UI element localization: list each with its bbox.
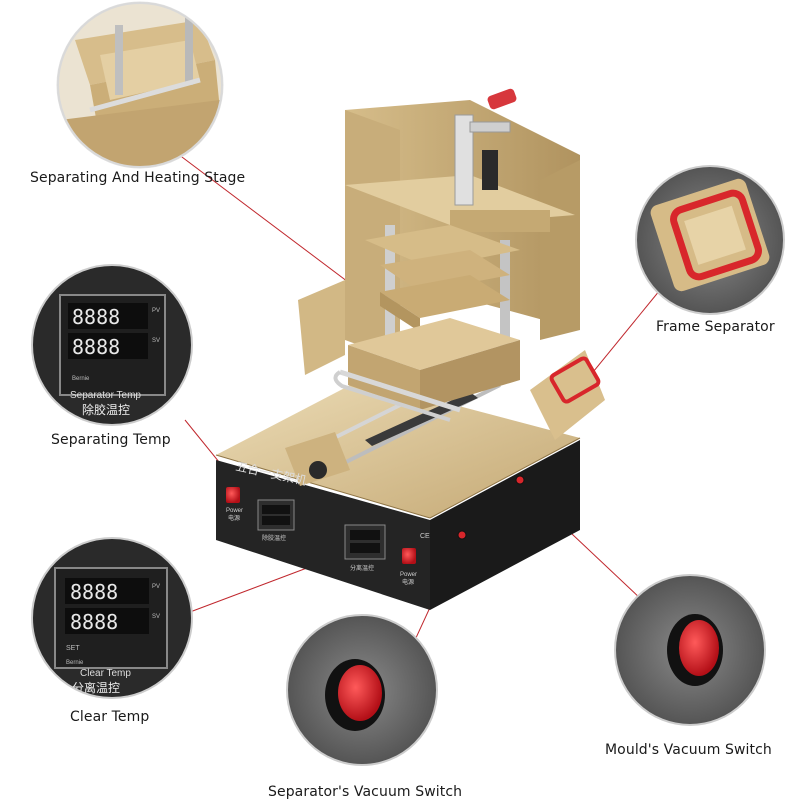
ce-mark: CE: [420, 533, 430, 540]
sep-caption-en: Separator Temp: [70, 390, 141, 401]
zoom-mould-vacuum-switch: [614, 574, 766, 726]
zoom-clear-temp: 8888 8888 PV SV SET Bernie Clear Temp 分离…: [31, 537, 193, 699]
clear-sv-digits: 8888: [70, 610, 118, 634]
mould-switch-zoom-button: [679, 620, 719, 676]
right-power-label: Power: [400, 572, 417, 578]
separator-vacuum-switch-small[interactable]: [457, 530, 467, 540]
sep-sv-label: SV: [152, 338, 160, 344]
right-power-cn: 电源: [402, 578, 414, 586]
label-separator-vacuum-switch: Separator's Vacuum Switch: [268, 784, 463, 800]
base-side: [430, 440, 580, 610]
zoom-separating-temp: 8888 8888 PV SV Bernie Separator Temp 除胶…: [31, 264, 193, 426]
clear-brand: Bernie: [66, 660, 84, 666]
clamp-handle-grip: [487, 88, 517, 110]
front-knob: [309, 461, 327, 479]
separator-switch-zoom-button: [338, 665, 382, 721]
frame-separator-red-ring: [670, 189, 762, 281]
clear-set-label: SET: [66, 645, 80, 652]
tower-right: [540, 160, 580, 340]
clear-caption-cn: 分离温控: [72, 680, 120, 695]
label-clear-temp: Clear Temp: [70, 709, 150, 725]
clear-caption-en: Clear Temp: [80, 668, 131, 679]
sep-pv-digits: 8888: [72, 305, 120, 329]
right-power-switch[interactable]: [402, 548, 416, 564]
left-power-label: Power: [226, 508, 243, 514]
sep-brand: Bernie: [72, 376, 90, 382]
frame-separator-plate: [530, 350, 605, 440]
label-separating-temp: Separating Temp: [51, 432, 171, 448]
zoom-heating-stage: [56, 1, 224, 169]
label-mould-vacuum-switch: Mould's Vacuum Switch: [605, 742, 772, 758]
lower-stage: [348, 318, 520, 370]
sep-pv-label: PV: [152, 308, 160, 314]
zoom-frame-separator: [635, 165, 785, 315]
left-ctrl-caption: 除胶温控: [262, 534, 286, 542]
machine: 五合一支架机 Power 电源 除胶温控 分离温控 Power 电源 CE: [215, 88, 605, 610]
right-ctrl-caption: 分离温控: [350, 564, 374, 572]
clear-pv-digits: 8888: [70, 580, 118, 604]
label-frame-separator: Frame Separator: [656, 319, 775, 335]
left-temp-controller[interactable]: [257, 499, 295, 531]
zoom-separator-vacuum-switch: [286, 614, 438, 766]
sep-caption-cn: 除胶温控: [82, 402, 130, 417]
sep-sv-digits: 8888: [72, 335, 120, 359]
clamp-body: [454, 114, 474, 206]
base-front: [216, 460, 430, 610]
clear-sv-label: SV: [152, 614, 160, 620]
clear-pv-label: PV: [152, 584, 160, 590]
label-separating-heating-stage: Separating And Heating Stage: [30, 170, 246, 186]
left-power-switch[interactable]: [226, 487, 240, 503]
top-plate: [216, 380, 580, 518]
left-power-cn: 电源: [228, 514, 240, 522]
mould-vacuum-switch-small[interactable]: [515, 475, 525, 485]
